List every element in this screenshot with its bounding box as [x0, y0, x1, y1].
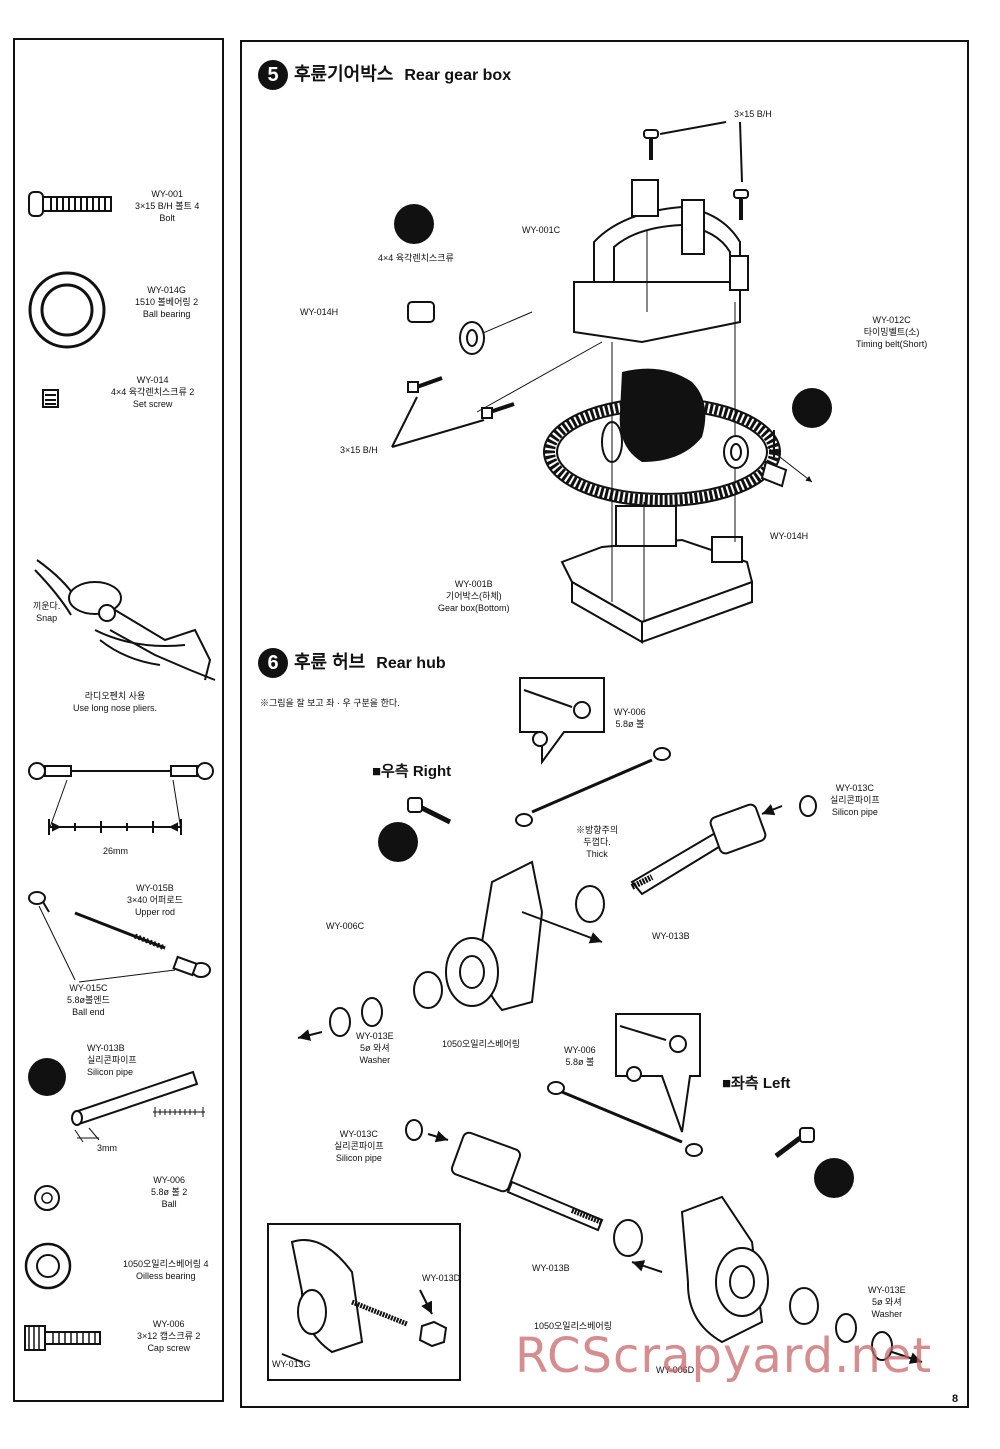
gearbox-guide-lines: [461, 230, 813, 622]
oilless-bearing-icon: [24, 1242, 72, 1290]
silicon-pipe-illustration: [71, 1070, 205, 1143]
step6-number: 6: [258, 648, 288, 679]
snap-label: 끼운다.Snap: [33, 601, 61, 623]
label-wy001c: WY-001C: [522, 225, 561, 235]
upper-rod-left: [547, 1081, 703, 1157]
step6-note: ※그림을 잘 보고 좌 · 우 구분을 한다.: [260, 698, 400, 708]
inset-box-ball-bottom: [615, 1013, 701, 1133]
upper-rod-right: [515, 747, 671, 827]
rod-measure-illustration: [28, 762, 214, 835]
label-wy013b-right: WY-013B: [652, 931, 690, 941]
marker-dot: [28, 1058, 66, 1096]
right-side-heading: ■우측 Right: [372, 763, 452, 780]
right-side-parts: [723, 430, 788, 488]
gear-box-lower: [560, 505, 754, 644]
inset-box-ball-top: [519, 677, 605, 766]
marker-dot: [792, 388, 832, 428]
bh-screws-top: [643, 121, 749, 220]
hub-carrier-right: [297, 860, 605, 1041]
label-bh-left: 3×15 B/H: [340, 445, 378, 455]
label-bh-top: 3×15 B/H: [734, 109, 772, 119]
axle-right: [630, 795, 817, 896]
left-side-heading: ■좌측 Left: [722, 1075, 791, 1092]
label-setscrew: 4×4 육각렌치스크류: [378, 253, 454, 263]
gear-box-upper: [573, 179, 749, 344]
label-wy013b-left: WY-013B: [532, 1263, 570, 1273]
marker-dot: [394, 204, 434, 244]
inset-box-nut: [267, 1223, 461, 1381]
cap-screw-right: [407, 797, 452, 825]
ball-bearing-icon: [28, 271, 106, 349]
label-bearing-left: 1050오일리스베어링: [534, 1321, 612, 1331]
marker-dot: [814, 1158, 854, 1198]
page-number: 8: [952, 1393, 959, 1405]
ball-icon: [34, 1185, 60, 1211]
bolt-icon: [28, 191, 112, 217]
set-screw-icon: [42, 389, 59, 408]
cap-screw-left: [774, 1127, 815, 1158]
parts-illustrations: [24, 191, 216, 1351]
label-wy006d: WY-006D: [656, 1365, 695, 1375]
label-wy014h-right: WY-014H: [770, 531, 809, 541]
left-side-parts: [391, 301, 515, 448]
upper-rod-illustration: [28, 891, 211, 983]
gear-assembly: [601, 368, 706, 463]
pipe-length-label: 3mm: [97, 1143, 117, 1153]
label-bearing-right: 1050오일리스베어링: [442, 1039, 520, 1049]
label-wy013d: WY-013D: [422, 1273, 461, 1283]
assembly-illustrations: [267, 121, 923, 1381]
rod-length-label: 26mm: [103, 846, 129, 856]
marker-dot: [378, 822, 418, 862]
pliers-snap-illustration: [34, 559, 216, 681]
step5-number: 5: [258, 60, 288, 91]
label-wy014h-left: WY-014H: [300, 307, 339, 317]
label-wy006c: WY-006C: [326, 921, 365, 931]
cap-screw-icon: [24, 1325, 101, 1351]
watermark: RCScrapyard.net: [515, 1328, 933, 1384]
hub-carrier-left: [631, 1195, 923, 1364]
axle-left: [405, 1119, 643, 1257]
label-wy013g: WY-013G: [272, 1359, 311, 1369]
